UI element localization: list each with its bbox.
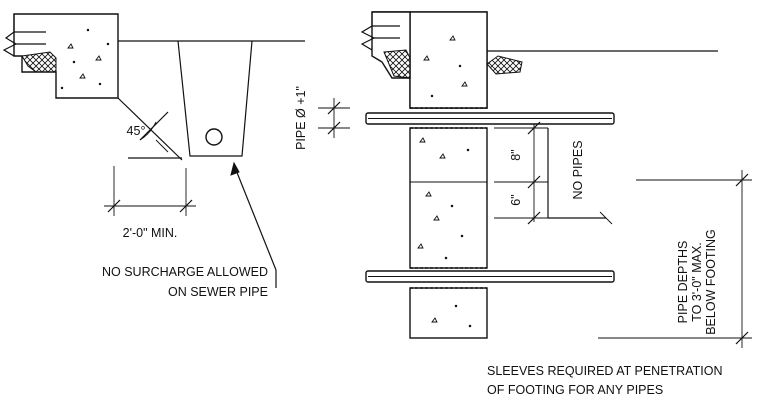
dim-8-label: 8" bbox=[509, 149, 523, 160]
surcharge-leader bbox=[230, 161, 277, 288]
left-detail: 45° 2'-0" MIN. NO SURCHARGE ALLOWED ON S… bbox=[2, 13, 305, 299]
surcharge-label-line2: ON SEWER PIPE bbox=[168, 285, 268, 299]
left-footing bbox=[2, 13, 119, 99]
angle-label: 45° bbox=[127, 124, 146, 138]
dim-6-label: 6" bbox=[509, 194, 523, 205]
sleeves-note-line2: OF FOOTING FOR ANY PIPES bbox=[487, 383, 663, 397]
clearance-dimensions bbox=[494, 121, 548, 225]
depth-label-line3: BELOW FOOTING bbox=[704, 229, 718, 335]
right-detail: PIPE Ø +1" 8" 6" NO PIPES PIPE bbox=[294, 11, 752, 397]
angle-45-indicator bbox=[117, 97, 183, 161]
no-pipes-zone bbox=[547, 128, 613, 225]
lower-pipe-sleeve bbox=[365, 270, 615, 283]
pipe-depth-dimension bbox=[598, 170, 752, 348]
sewer-pipe bbox=[205, 128, 223, 146]
right-footing-wall bbox=[360, 11, 523, 339]
min-distance-label: 2'-0" MIN. bbox=[123, 226, 178, 240]
sleeves-note-line1: SLEEVES REQUIRED AT PENETRATION bbox=[487, 364, 722, 378]
depth-label-line1: PIPE DEPTHS bbox=[676, 241, 690, 324]
min-distance-dimension bbox=[104, 166, 196, 216]
pipe-clearance-label: PIPE Ø +1" bbox=[294, 86, 308, 150]
surcharge-label-line1: NO SURCHARGE ALLOWED bbox=[102, 265, 268, 279]
pipe-clearance-dimension bbox=[318, 98, 350, 138]
sewer-trench bbox=[177, 40, 253, 157]
depth-label-line2: TO 3'-0" MAX. bbox=[690, 242, 704, 322]
upper-pipe-sleeve bbox=[365, 112, 615, 125]
no-pipes-label: NO PIPES bbox=[571, 140, 585, 199]
